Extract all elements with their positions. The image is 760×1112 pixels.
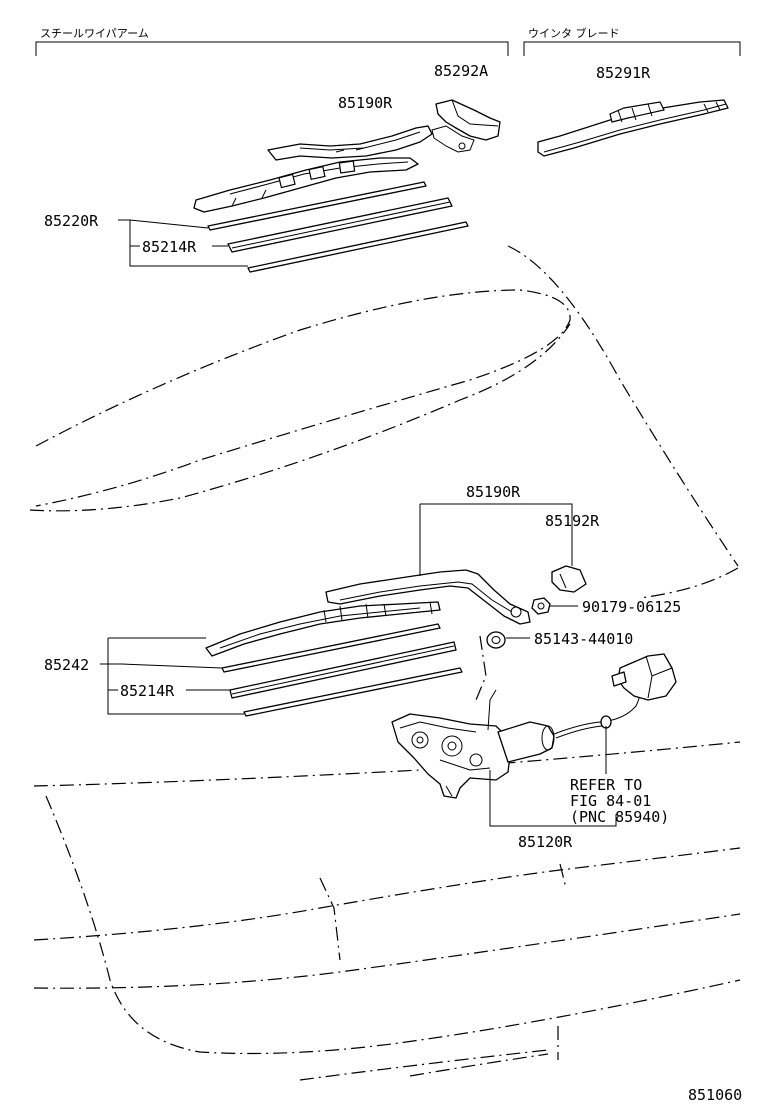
leader-motor: [489, 726, 617, 827]
wiper-blade-top: [193, 157, 419, 213]
refer-note-line3: (PNC 85940): [570, 808, 669, 826]
label-85190R-rear: 85190R: [466, 483, 521, 501]
label-85120R: 85120R: [518, 833, 573, 851]
figure-code: 851060: [688, 1086, 742, 1104]
wiper-arm-top: [267, 125, 433, 161]
winter-wiper-blade: [537, 99, 729, 157]
label-85214R-rear: 85214R: [120, 682, 175, 700]
label-85291R: 85291R: [596, 64, 651, 82]
header-bracket-steel-arm: スチールワイパアーム: [35, 27, 509, 56]
header-bracket-winter-blade: ウインタ ブレード: [523, 26, 741, 56]
label-85292A: 85292A: [434, 62, 488, 80]
label-90179-06125: 90179-06125: [582, 598, 681, 616]
wiper-arm-cap-rear: [551, 565, 587, 593]
label-85192R: 85192R: [545, 512, 600, 530]
wiper-motor: [391, 689, 555, 799]
header-steel-wiper-arm: スチールワイパアーム: [40, 27, 149, 40]
label-85214R-top: 85214R: [142, 238, 197, 256]
wiper-blade-rear: [205, 601, 441, 657]
wiper-arm-rear: [325, 569, 531, 625]
wiper-arm-cap-top: [431, 99, 501, 153]
refer-note-line2: FIG 84-01: [570, 792, 651, 810]
wire-harness-connector: [553, 653, 677, 739]
wiper-rubbers-rear: [221, 623, 463, 717]
back-window-outline: [29, 245, 741, 1081]
refer-note-line1: REFER TO: [570, 776, 642, 794]
grommet-85143: [486, 631, 506, 649]
label-85220R: 85220R: [44, 212, 99, 230]
label-85242: 85242: [44, 656, 89, 674]
nut-90179: [531, 597, 551, 615]
leaders-rear-blade: [100, 637, 244, 715]
leaders-middle: [419, 503, 578, 639]
label-85143-44010: 85143-44010: [534, 630, 633, 648]
leaders-top: [118, 219, 248, 267]
header-winter-blade: ウインタ ブレード: [528, 26, 620, 40]
label-85190R-top: 85190R: [338, 94, 393, 112]
wiper-rubbers-top: [207, 181, 469, 273]
